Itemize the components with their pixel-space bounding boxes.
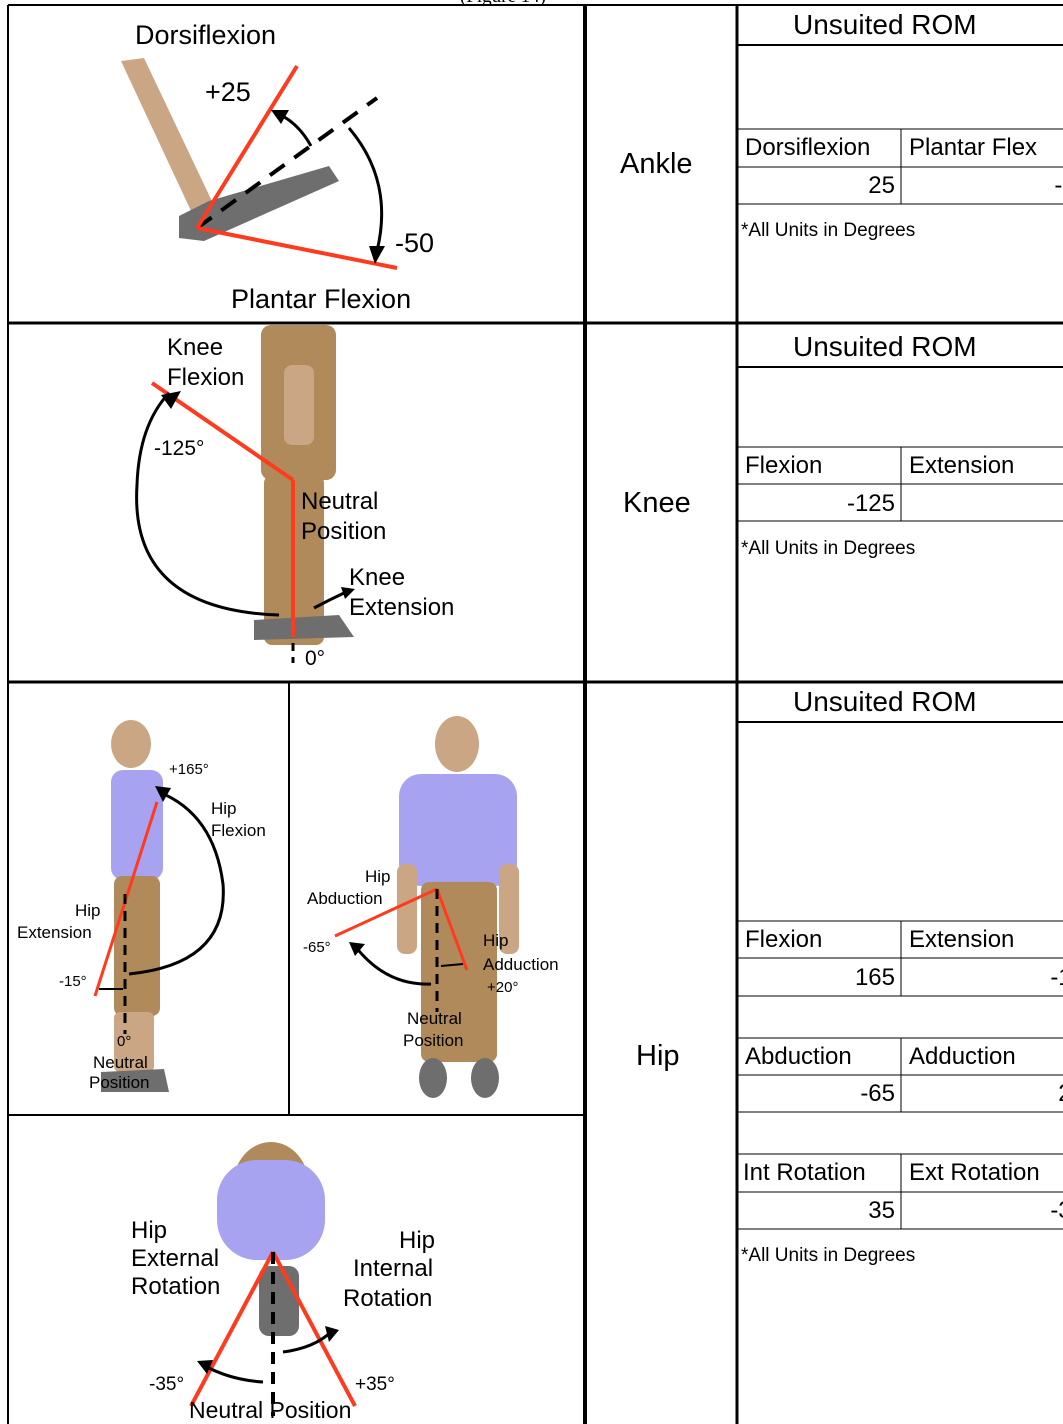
hip-side-diagram: +165° Hip Flexion Hip Extension -15° 0° … [9,684,289,1116]
label-plus20: +20° [487,979,518,996]
hip-row1-val2: -15 [909,964,1063,992]
label-adduction: Adduction [483,955,559,974]
label-internal: Internal [353,1255,433,1282]
external-arc [205,1366,263,1382]
hip-row1-col2-header: Extension [909,926,1063,954]
head-shape [435,716,479,772]
ankle-val1: 25 [745,172,895,200]
joint-label-hip: Hip [636,1040,680,1073]
plantar-line [197,228,397,268]
label-plantar: Plantar Flexion [231,284,411,314]
left-arm-shape [397,864,417,954]
flexion-arc [137,393,279,615]
plantar-arc [349,128,382,251]
label-zero: 0° [117,1033,131,1050]
ankle-diagram: Dorsiflexion +25 -50 Plantar Flexion [9,6,585,322]
label-abduction: Abduction [307,889,383,908]
label-flexion: Flexion [211,821,266,840]
ankle-col2-header: Plantar Flex [909,134,1063,162]
hip-row2-col1-header: Abduction [745,1043,899,1071]
label-minus125: -125° [154,437,204,460]
hand-shape [284,365,314,445]
knee-val2: 0 [909,490,1063,518]
label-knee: Knee [167,334,223,361]
hip-row3-col2-header: Ext Rotation [909,1159,1063,1187]
label-dorsiflexion: Dorsiflexion [135,20,276,50]
label-neutral: Neutral [407,1009,462,1028]
ankle-units-note: *All Units in Degrees [741,220,915,242]
label-hip-b: Hip [399,1227,435,1254]
hip-top-diagram: Hip External Rotation Hip Internal Rotat… [9,1116,585,1424]
abduction-arc [355,946,431,984]
label-rotation-a: Rotation [131,1273,220,1300]
ankle-table-header: Unsuited ROM [793,9,977,41]
label-plus35: +35° [355,1374,395,1395]
label-extension: Extension [349,594,454,621]
label-position: Position [89,1073,149,1092]
knee-table-header: Unsuited ROM [793,331,977,363]
label-hip-b: Hip [483,931,509,950]
label-rotation-b: Rotation [343,1285,432,1312]
hip-row2-val2: 20 [909,1080,1063,1108]
label-plus25: +25 [205,77,251,107]
legs-shape [259,1266,299,1336]
hip-row1-col1-header: Flexion [745,926,899,954]
label-plus165: +165° [169,761,209,778]
internal-arrowhead [325,1326,339,1342]
hip-front-diagram: Hip Abduction -65° Hip Adduction +20° Ne… [291,684,585,1116]
shirt-shape [217,1160,325,1260]
knee-diagram: Knee Flexion -125° Neutral Position Knee… [9,325,585,682]
left-shoe-shape [419,1058,447,1098]
label-position: Position [403,1031,463,1050]
right-shoe-shape [471,1058,499,1098]
label-position: Position [301,518,386,545]
legs-shape [114,876,160,1016]
label-minus15: -15° [59,973,87,990]
hip-row1-val1: 165 [745,964,895,992]
label-hip-a: Hip [211,799,237,818]
label-neutral: Neutral [301,488,378,515]
label-extension: Extension [17,923,92,942]
label-hip-b: Hip [75,901,101,920]
label-hip-a: Hip [131,1217,167,1244]
label-knee2: Knee [349,564,405,591]
knee-val1: -125 [745,490,895,518]
shirt-shape [399,774,517,886]
label-neutral: Neutral [93,1053,148,1072]
hip-row3-val2: -35 [909,1197,1063,1225]
label-external: External [131,1245,219,1272]
knee-units-note: *All Units in Degrees [741,538,915,560]
head-shape [111,720,151,768]
knee-col1-header: Flexion [745,452,899,480]
hip-row3-col1-header: Int Rotation [743,1159,899,1187]
hip-row2-col2-header: Adduction [909,1043,1063,1071]
hip-table-header: Unsuited ROM [793,686,977,718]
label-hip-a: Hip [365,867,391,886]
hip-row3-val1: 35 [745,1197,895,1225]
ankle-val2: -50 [909,172,1063,200]
label-zero: 0° [305,647,325,670]
joint-label-knee: Knee [623,487,691,520]
label-minus65: -65° [303,939,331,956]
knee-col2-header: Extension [909,452,1063,480]
label-minus35: -35° [149,1374,184,1395]
label-flexion: Flexion [167,364,244,391]
ankle-col1-header: Dorsiflexion [745,134,899,162]
hip-row2-val1: -65 [745,1080,895,1108]
label-neutral-position: Neutral Position [189,1397,351,1423]
joint-label-ankle: Ankle [620,148,693,181]
label-minus50: -50 [395,228,434,258]
hip-units-note: *All Units in Degrees [741,1245,915,1267]
